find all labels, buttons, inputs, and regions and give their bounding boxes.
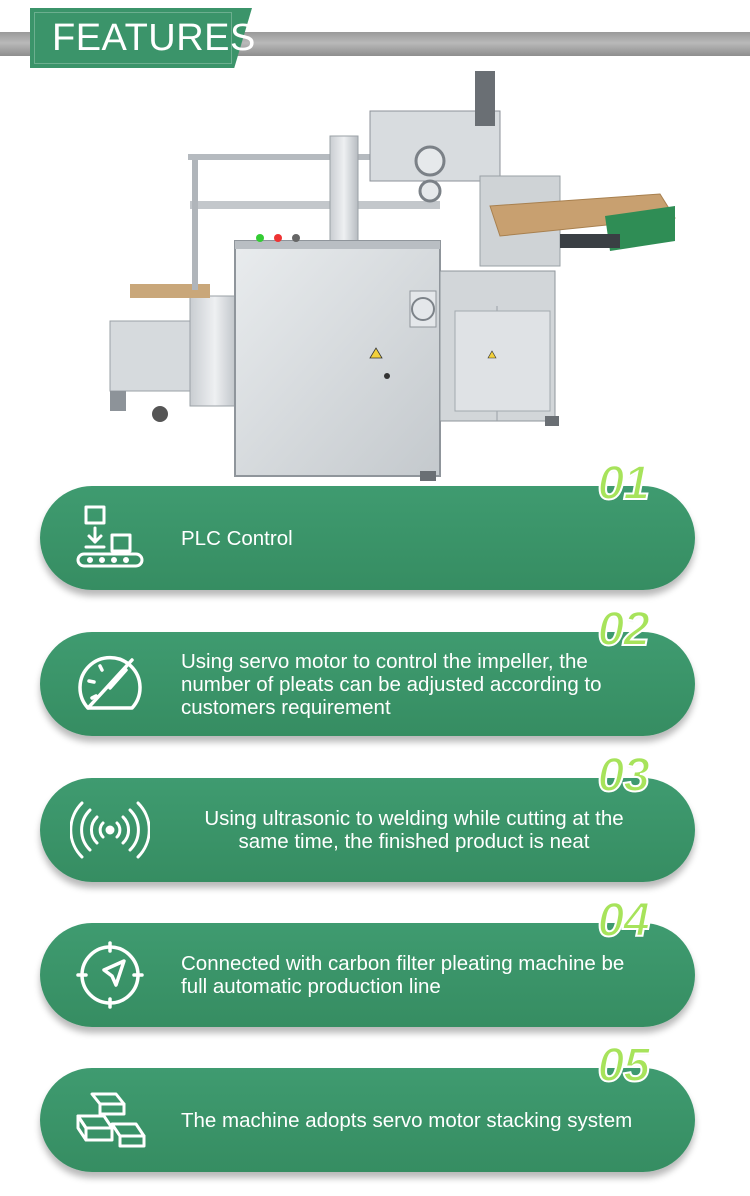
feature-number: 02 <box>597 603 651 657</box>
feature-number: 01 <box>597 457 651 511</box>
feature-card-servo-impeller: Using servo motor to control the impelle… <box>40 603 695 736</box>
feature-number: 04 <box>597 894 651 948</box>
page-title: FEATURES <box>52 17 256 59</box>
feature-card-plc-control: PLC Control 01 <box>40 457 695 590</box>
feature-card-stacking: The machine adopts servo motor stacking … <box>40 1039 695 1172</box>
feature-text: Using ultrasonic to welding while cuttin… <box>204 807 624 853</box>
feature-text: The machine adopts servo motor stacking … <box>181 1108 633 1132</box>
feature-number: 03 <box>597 749 651 803</box>
machine-image <box>109 71 676 481</box>
feature-text: Connected with carbon filter pleating ma… <box>181 952 625 998</box>
ultrasonic-wave-icon <box>70 794 150 866</box>
feature-number: 05 <box>597 1039 651 1093</box>
conveyor-box-icon <box>70 502 150 574</box>
feature-text: Using servo motor to control the impelle… <box>181 649 602 719</box>
header-tag <box>30 8 252 68</box>
gauge-icon <box>70 648 150 720</box>
compass-icon <box>70 939 150 1011</box>
feature-card-carbon-filter: Connected with carbon filter pleating ma… <box>40 894 695 1027</box>
feature-card-ultrasonic: Using ultrasonic to welding while cuttin… <box>40 749 695 882</box>
stacked-bars-icon <box>70 1084 150 1156</box>
feature-text: PLC Control <box>181 526 293 550</box>
